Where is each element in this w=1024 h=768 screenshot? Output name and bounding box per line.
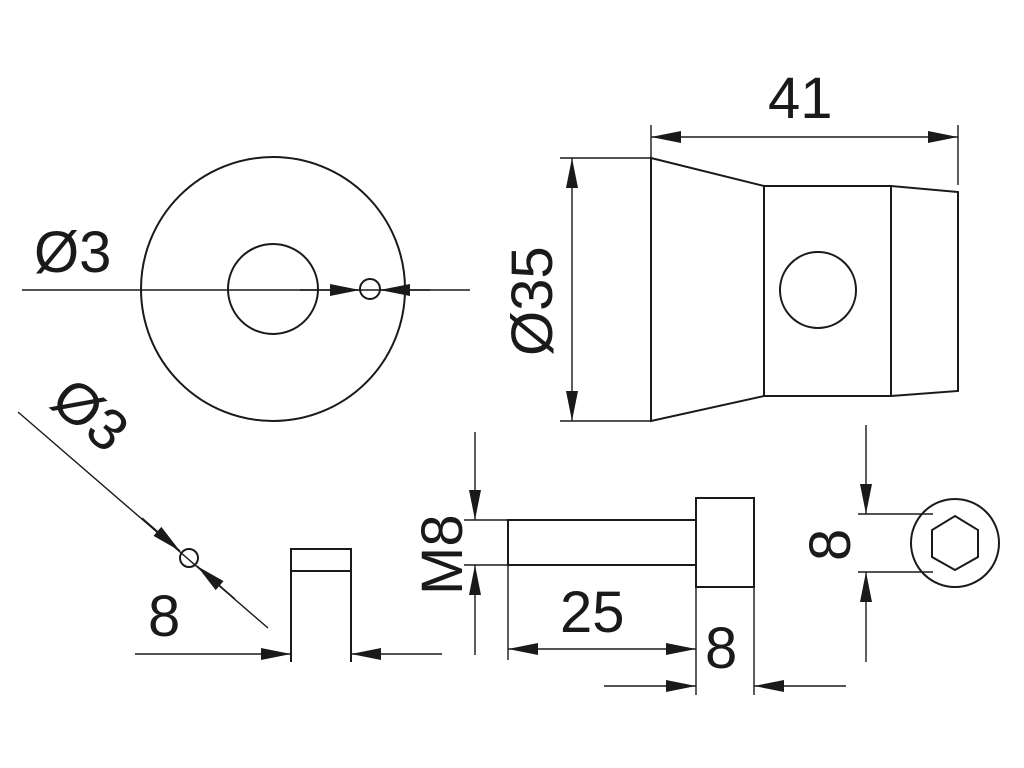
pin-length-label: 8 (148, 584, 180, 649)
overall-length-label: 41 (768, 66, 833, 131)
side-view: 41 Ø35 (500, 66, 959, 423)
screw-head-end-circle (910, 498, 1000, 588)
screw-head (695, 497, 755, 588)
knob-side-profile (650, 156, 959, 423)
screw-detail: M8 25 8 (410, 432, 846, 695)
pin-diameter-label: Ø3 (40, 365, 141, 465)
screw-length-label: 25 (560, 580, 625, 645)
outer-diameter-label: Ø35 (500, 246, 565, 356)
pin-detail: Ø3 8 (17, 365, 442, 662)
knob-center-hole (227, 243, 319, 335)
head-length-label: 8 (705, 616, 737, 681)
hex-size-label: 8 (798, 529, 863, 561)
pin-diameter-arrow-lower (196, 565, 236, 600)
knob-outer-circle (140, 156, 406, 422)
pin-diameter-arrow-upper (141, 517, 181, 552)
hex-socket-icon (931, 514, 979, 572)
side-hole (779, 251, 857, 329)
top-view-diameter-label: Ø3 (34, 220, 111, 285)
screw-shank (507, 519, 697, 566)
hex-socket-view: 8 (798, 425, 1000, 662)
pin-cap (290, 548, 352, 572)
thread-label: M8 (410, 514, 475, 595)
pin-hole (359, 278, 381, 300)
pin-end-circle (179, 548, 199, 568)
top-view: Ø3 (22, 156, 470, 422)
